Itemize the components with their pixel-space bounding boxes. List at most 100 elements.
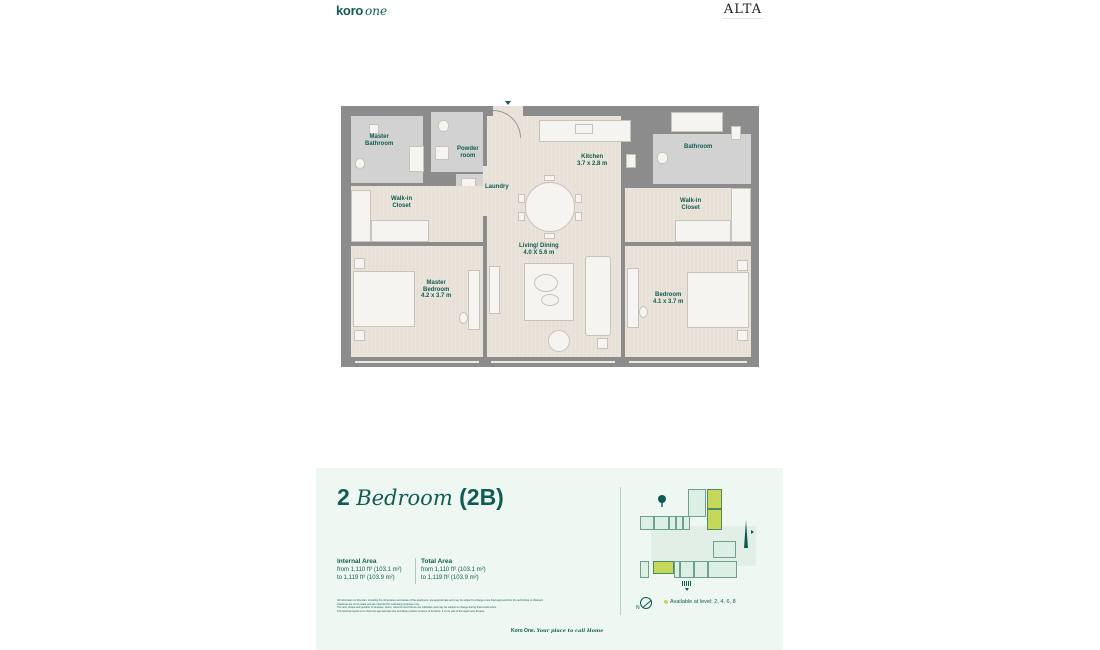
disclaimer-line: The size, shape and position of windows,…	[337, 606, 497, 609]
dining-chair-icon	[518, 212, 525, 221]
wardrobe-icon	[731, 188, 751, 242]
total-area: Total Area from 1,110 ft² (103.1 m²) to …	[421, 558, 486, 582]
tagline: Koro One. Your place to call Home	[511, 628, 603, 634]
alta-logo: ALTA	[722, 2, 764, 19]
unit-title-code: (2B)	[459, 484, 504, 510]
corridor-area	[483, 166, 493, 216]
alta-logo-underline	[722, 18, 764, 19]
tree-icon	[657, 494, 667, 512]
dining-chair-icon	[518, 194, 525, 203]
compass-north-label: N	[636, 605, 640, 611]
tv-unit-icon	[489, 266, 500, 314]
chair-icon	[459, 312, 468, 324]
availability-legend: Available at level: 2, 4, 6, 8	[664, 599, 736, 605]
site-block	[683, 516, 690, 530]
label-living-dining: Living/ Dining 4.0 X 5.6 m	[519, 243, 559, 256]
vanity-icon	[409, 146, 424, 172]
label-bathroom: Bathroom	[684, 144, 713, 150]
living-dining-size: 4.0 X 5.6 m	[523, 249, 555, 256]
dining-chair-icon	[544, 175, 555, 181]
side-table-icon	[597, 338, 608, 349]
internal-area-to: to 1,119 ft² (103.9 m²)	[337, 575, 395, 581]
label-laundry: Laundry	[485, 184, 509, 190]
availability-text: Available at level: 2, 4, 6, 8	[670, 599, 736, 605]
kitchen-name: Kitchen	[581, 154, 604, 160]
bed-icon	[687, 272, 749, 328]
internal-area-from: from 1,110 ft² (103.1 m²)	[337, 567, 402, 573]
site-block	[688, 489, 706, 517]
unit-title-word: Bedroom	[356, 486, 453, 510]
label-kitchen: Kitchen 3.7 x 2.8 m	[577, 154, 607, 167]
coffee-table-icon	[541, 294, 559, 306]
nightstand-icon	[737, 330, 748, 341]
wardrobe-icon	[675, 220, 731, 242]
alta-logo-text: ALTA	[723, 2, 763, 17]
landmark-flag-icon	[751, 530, 754, 534]
label-walk-in-closet-left: Walk-in Closet	[391, 196, 413, 209]
dining-chair-icon	[575, 194, 582, 203]
unit-title-number: 2	[337, 484, 350, 510]
site-entrance-arrow-icon	[685, 588, 689, 591]
sink-icon	[731, 126, 741, 140]
wardrobe-icon	[351, 190, 371, 242]
entry-arrow-icon	[505, 101, 511, 105]
dining-chair-icon	[544, 233, 555, 239]
site-block	[713, 541, 736, 558]
bedroom-name: Bedroom	[655, 292, 682, 298]
dining-chair-icon	[575, 212, 582, 221]
site-block	[680, 561, 694, 578]
bed-icon	[353, 271, 415, 327]
site-block-available	[653, 561, 674, 574]
armchair-icon	[548, 330, 570, 352]
disclaimer-line: The furniture layout is to show the appr…	[337, 609, 485, 613]
compass-needle	[642, 599, 653, 608]
dining-table-icon	[525, 182, 575, 232]
site-block	[674, 561, 680, 578]
toilet-icon	[355, 158, 365, 169]
compass-icon: N	[636, 597, 653, 611]
cooktop-icon	[626, 154, 636, 168]
site-block	[669, 516, 676, 530]
site-block-available	[707, 489, 722, 509]
site-block	[694, 561, 708, 578]
disclaimer-line: Drawings are not to scale and are intend…	[337, 602, 420, 606]
bedroom-size: 4.1 x 3.7 m	[653, 298, 684, 305]
site-block	[640, 561, 649, 578]
nightstand-icon	[354, 258, 365, 269]
master-bedroom-name: Master Bedroom	[423, 280, 450, 293]
site-entrance-icon	[682, 581, 692, 586]
available-dot-icon	[664, 599, 668, 604]
label-master-bathroom: Master Bathroom	[365, 134, 394, 147]
total-area-from: from 1,110 ft² (103.1 m²)	[421, 567, 486, 573]
unit-info-panel: 2 Bedroom (2B) Internal Area from 1,110 …	[316, 468, 783, 650]
tagline-brand: Koro One.	[511, 628, 536, 634]
site-block	[676, 516, 683, 530]
chair-icon	[639, 306, 648, 318]
coffee-table-icon	[534, 274, 558, 292]
label-walk-in-closet-right: Walk-in Closet	[680, 198, 702, 211]
bathroom-area	[653, 134, 751, 184]
sofa-icon	[585, 256, 611, 336]
desk-icon	[468, 270, 480, 330]
tagline-text: Your place to call Home	[536, 628, 604, 634]
sink-icon	[435, 146, 449, 160]
shower-icon	[369, 124, 379, 134]
panel-divider	[620, 487, 621, 615]
unit-title: 2 Bedroom (2B)	[337, 484, 504, 511]
site-block	[708, 561, 737, 578]
master-bedroom-area	[351, 246, 483, 357]
area-divider	[415, 558, 416, 584]
nightstand-icon	[737, 260, 748, 271]
window	[629, 361, 747, 363]
site-block	[654, 516, 669, 530]
living-dining-name: Living/ Dining	[519, 243, 559, 249]
site-block-available	[707, 509, 722, 530]
site-block	[640, 516, 654, 530]
logo-one: one	[364, 4, 388, 18]
wardrobe-icon	[371, 220, 429, 242]
kitchen-sink-icon	[575, 124, 593, 134]
master-bedroom-size: 4.2 x 3.7 m	[421, 293, 452, 299]
label-powder-room: Powder room	[457, 146, 479, 159]
landmark-tower-icon	[744, 520, 748, 548]
